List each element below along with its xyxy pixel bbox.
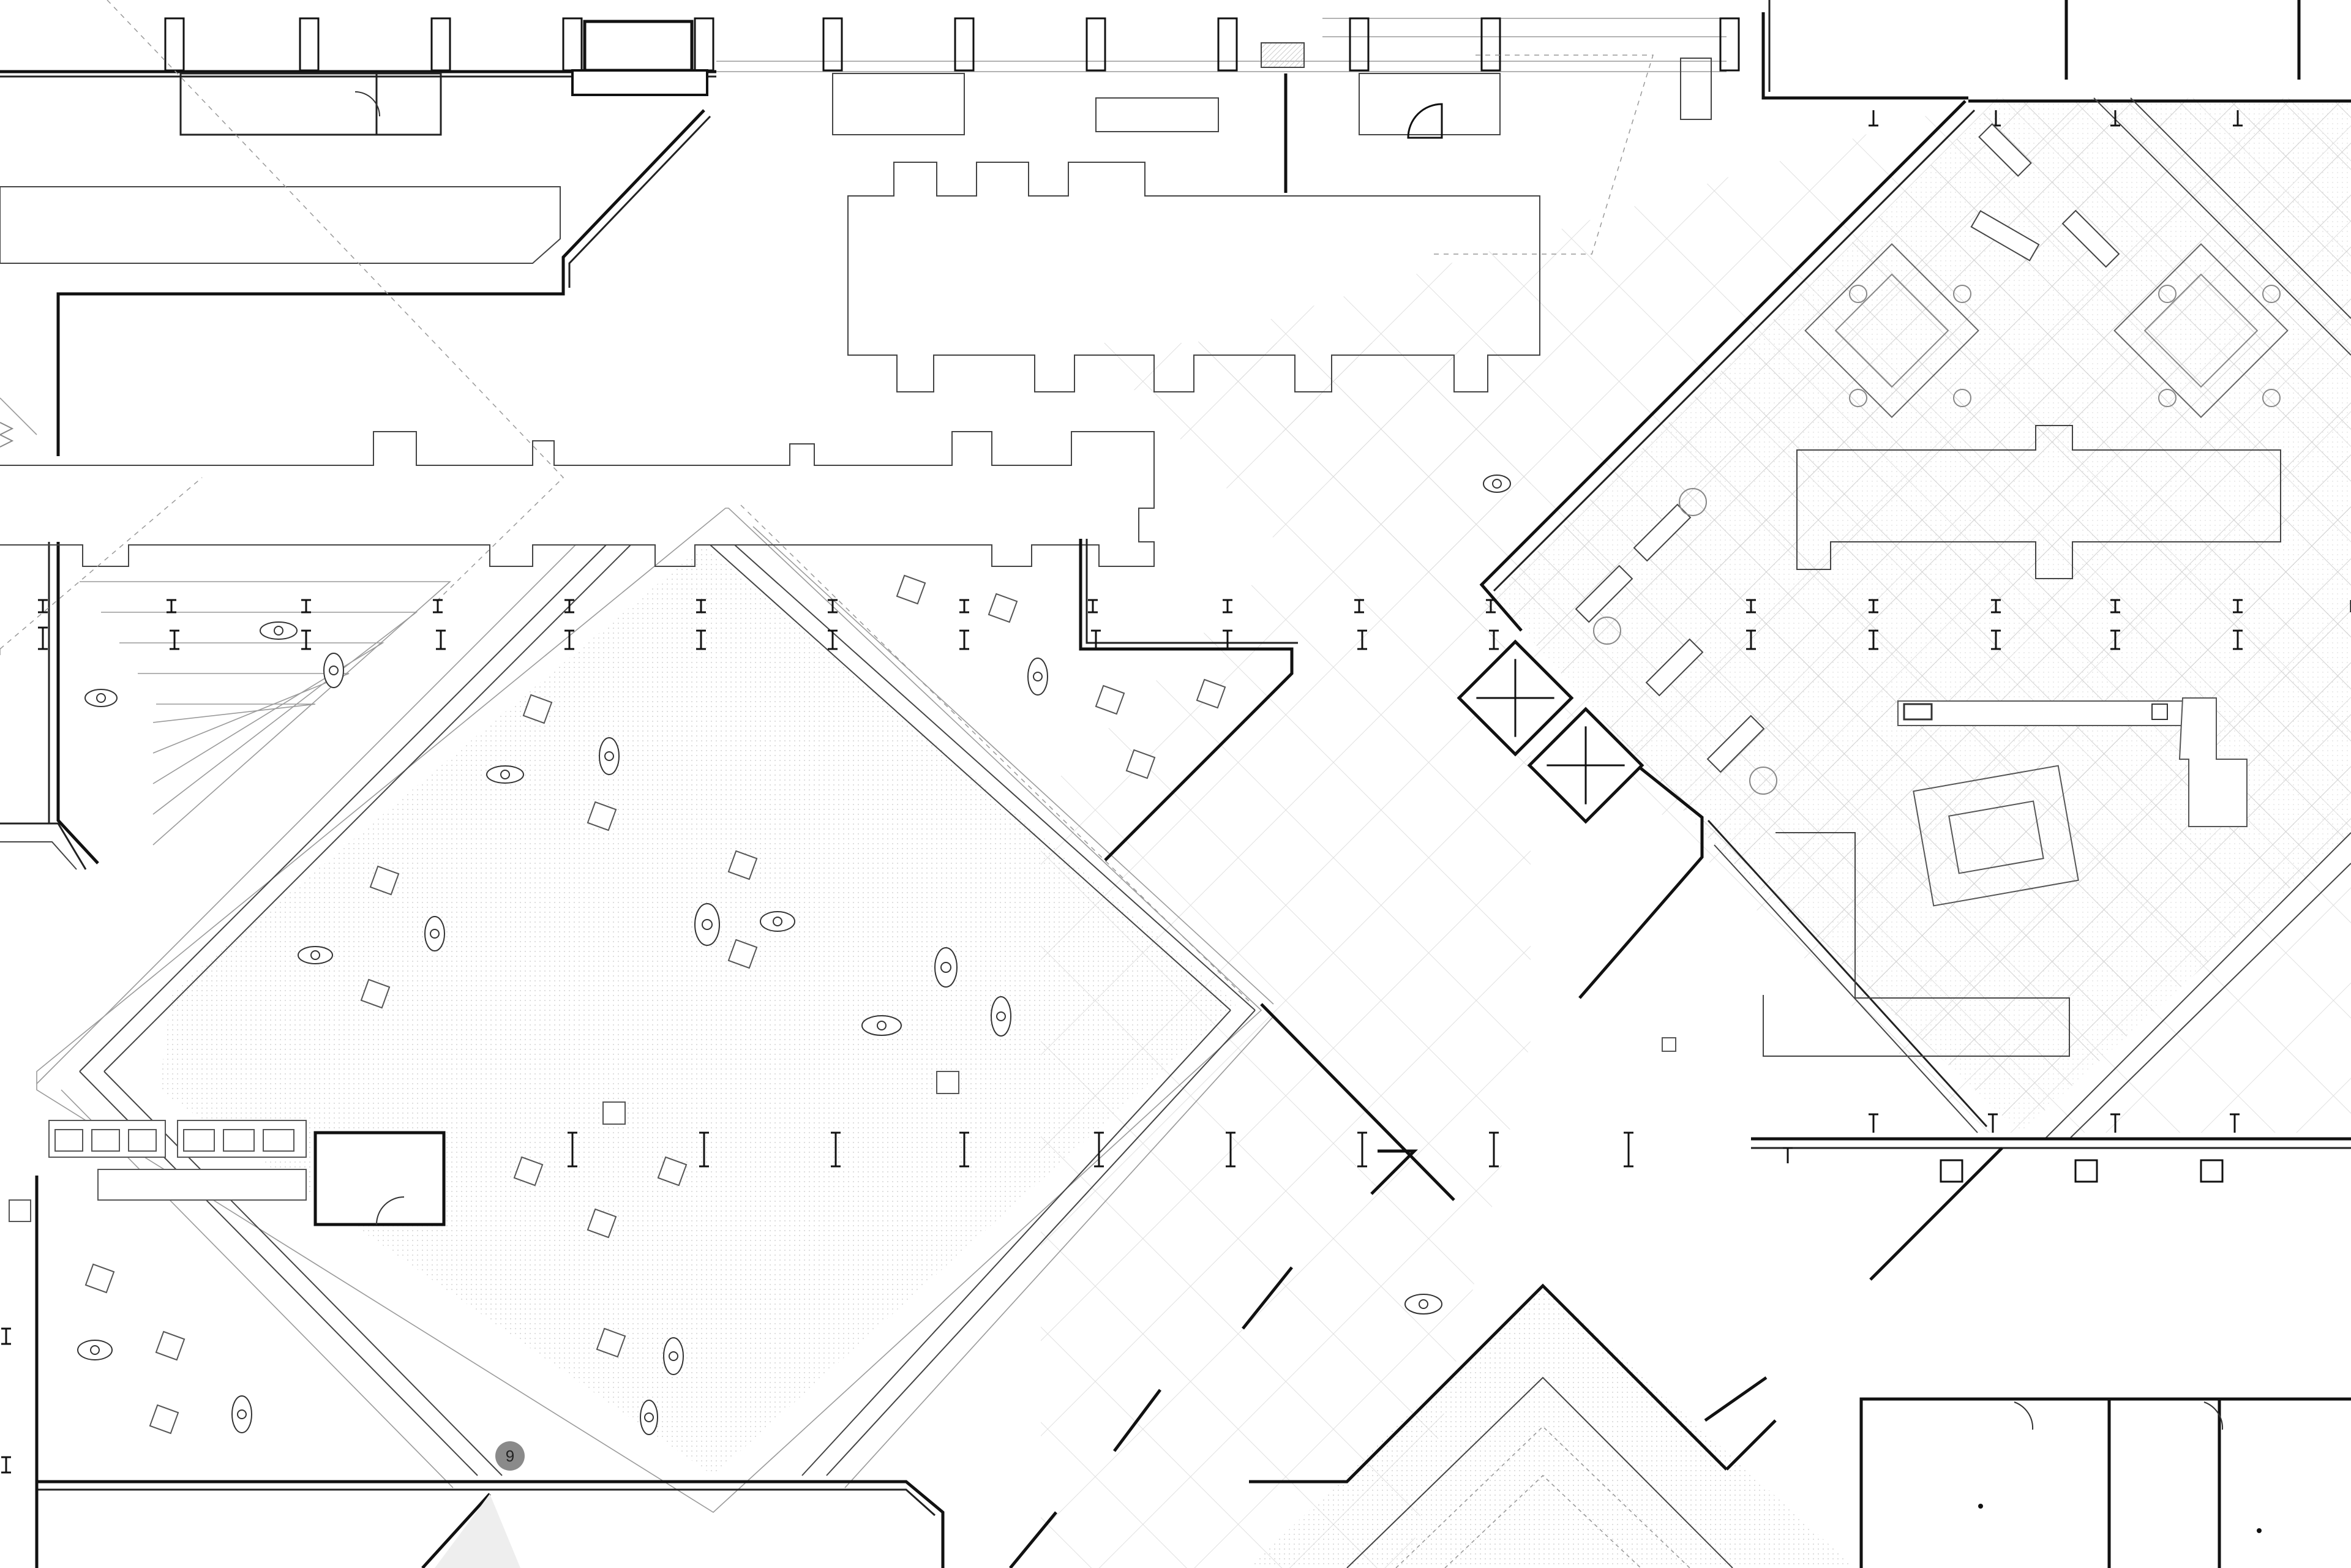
east-courtyard	[1482, 101, 2351, 1133]
south-wall	[35, 1176, 945, 1568]
people-figures	[77, 475, 1511, 1435]
west-wing-walls	[0, 109, 711, 870]
southeast-rooms	[1751, 1137, 2351, 1568]
column-markers	[1, 110, 2351, 1474]
roof-slab-outlines	[0, 0, 2281, 1002]
courtyard-furniture	[1575, 123, 2289, 907]
west-stairs	[80, 581, 452, 846]
central-core-walls	[1009, 539, 1768, 1568]
south-amphitheater	[1249, 1283, 1855, 1568]
southwest-booth	[9, 1120, 446, 1226]
section-marker: 9	[495, 1441, 525, 1471]
north-facade	[0, 17, 1740, 193]
atrium-seating	[84, 574, 1676, 1435]
east-core	[1457, 0, 2351, 1139]
section-marker-label: 9	[506, 1447, 514, 1465]
